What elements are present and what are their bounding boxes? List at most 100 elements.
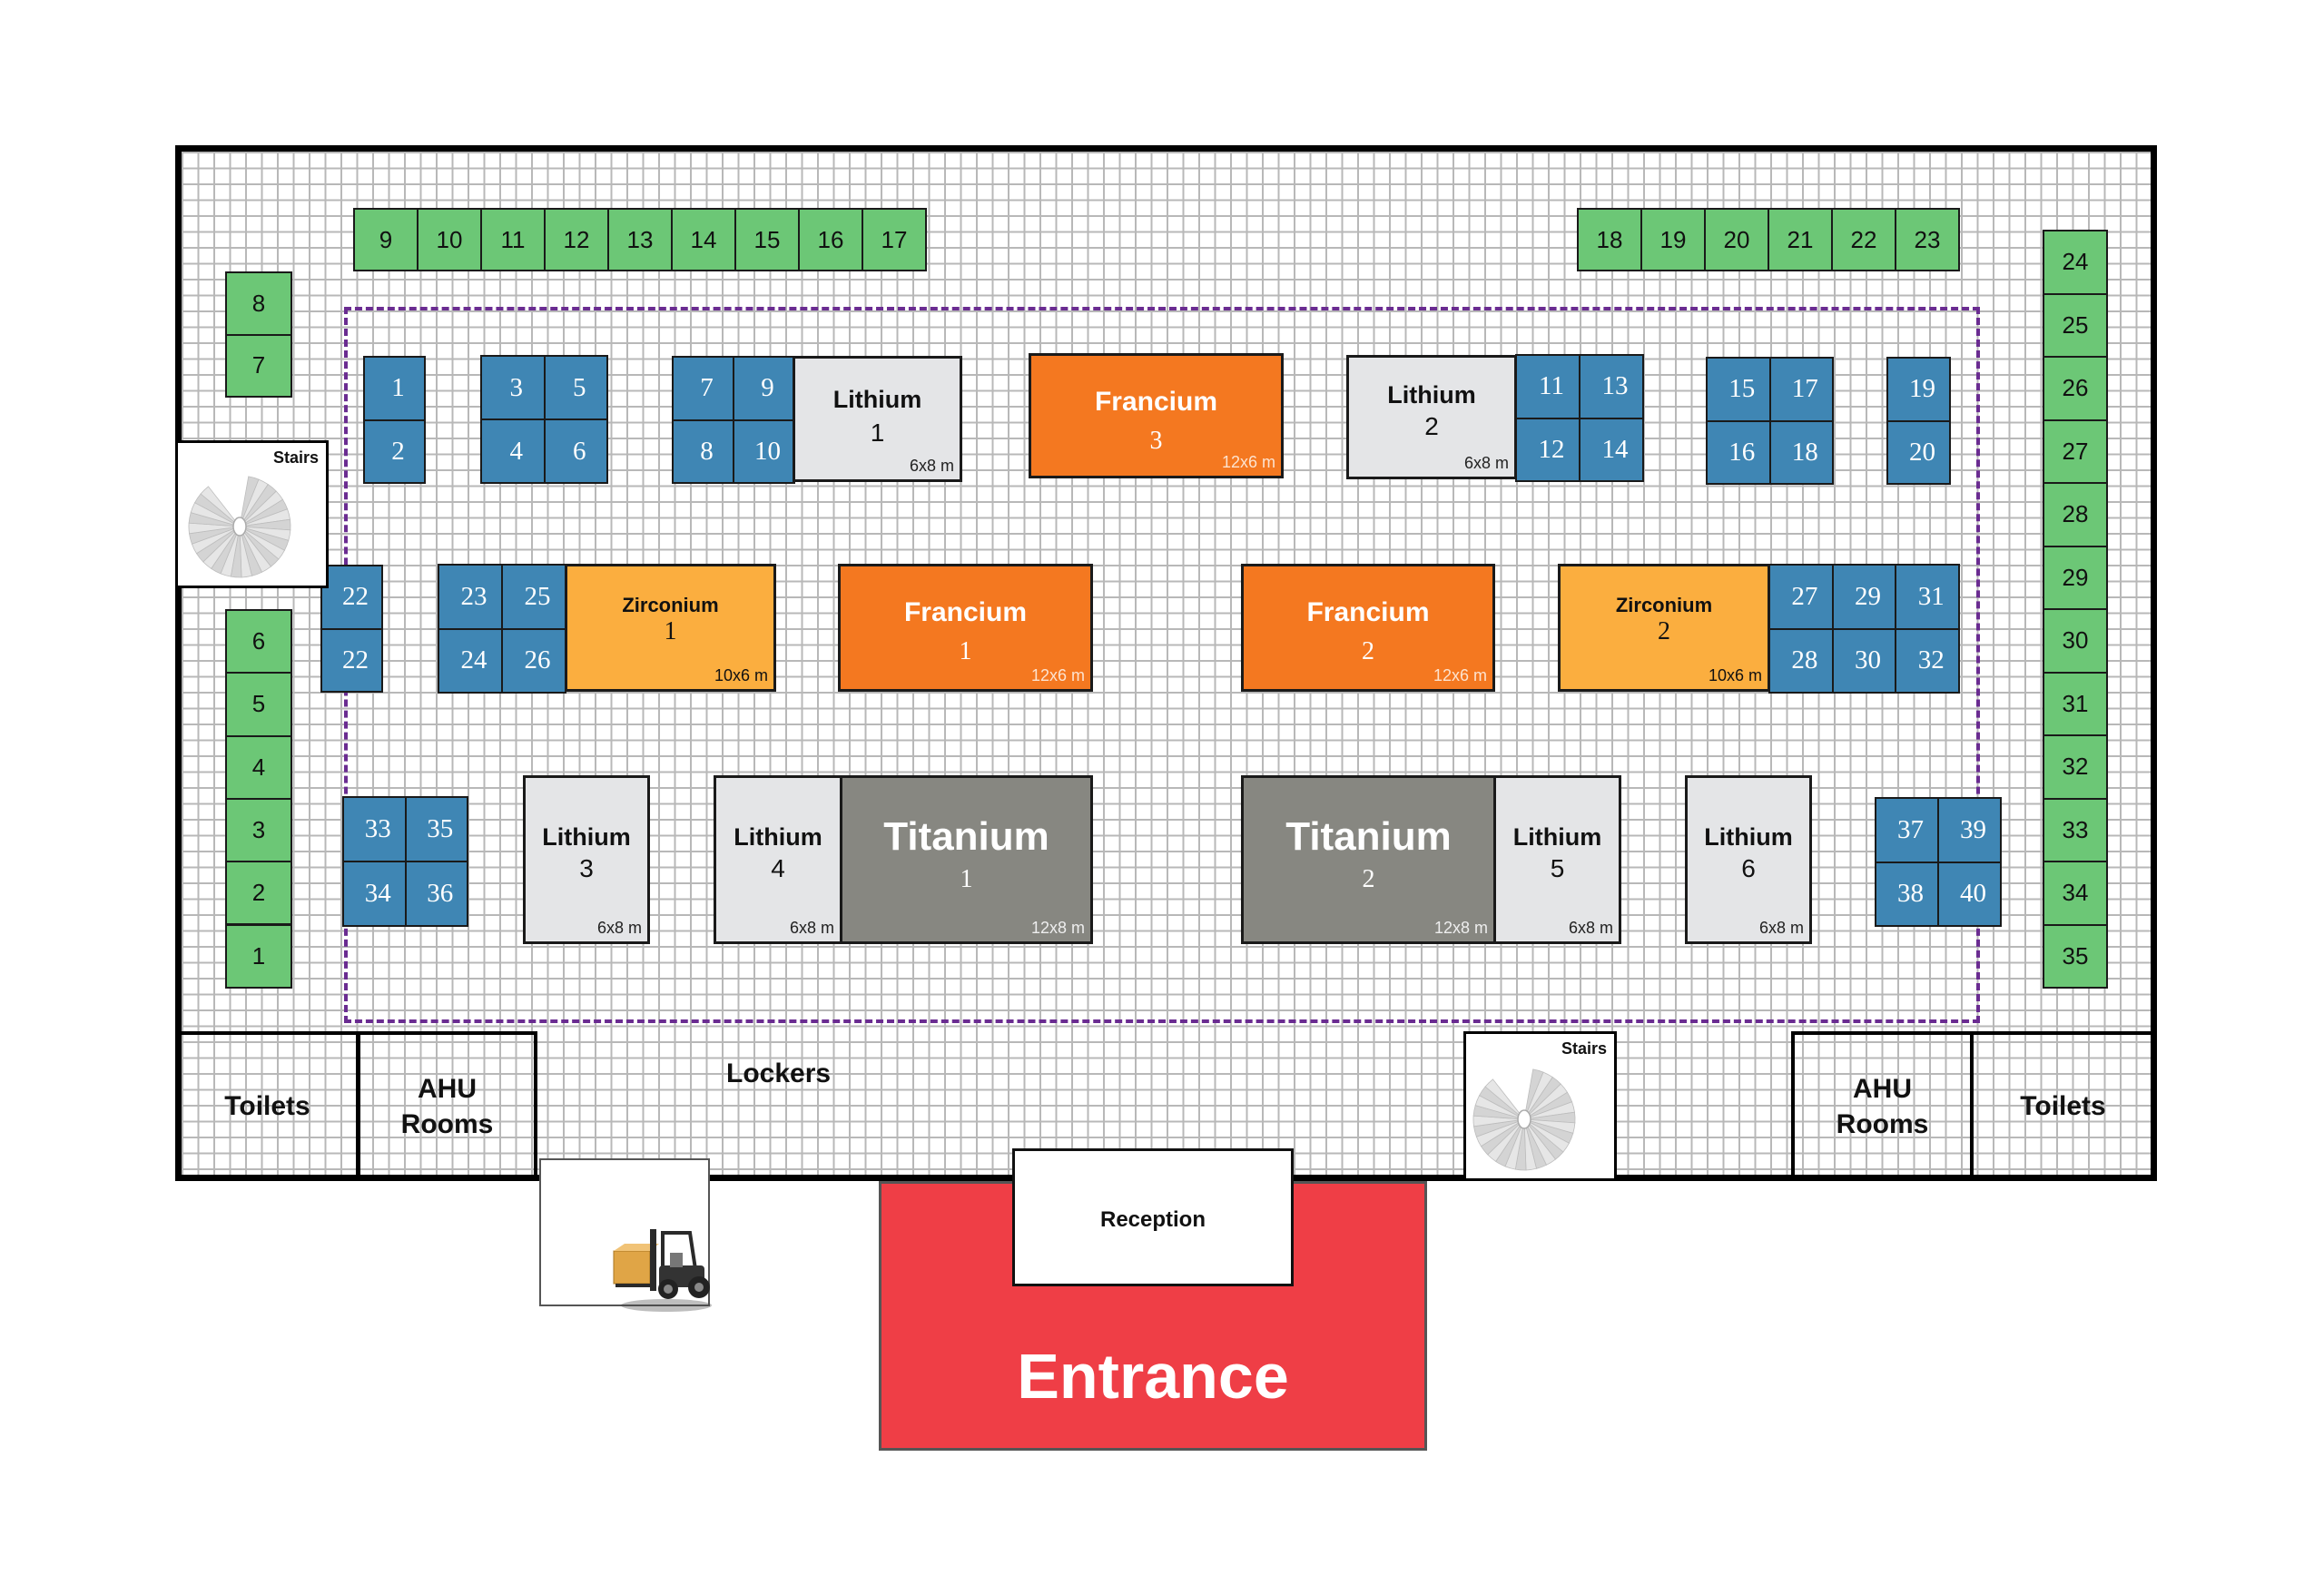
blue-bay-26[interactable]: 26 [501, 627, 566, 694]
green-bay-2[interactable]: 2 [225, 861, 292, 926]
blue-bay-11[interactable]: 11 [1515, 354, 1581, 419]
green-bay-29[interactable]: 29 [2043, 545, 2108, 610]
blue-bay-24[interactable]: 24 [438, 627, 503, 694]
green-bay-15[interactable]: 15 [734, 208, 800, 271]
blue-bay-38[interactable]: 38 [1875, 861, 1939, 927]
block-lithium-6[interactable]: Lithium 6 6x8 m [1685, 775, 1812, 944]
green-bay-9[interactable]: 9 [353, 208, 419, 271]
green-bay-14[interactable]: 14 [671, 208, 736, 271]
green-bay-31[interactable]: 31 [2043, 671, 2108, 736]
block-name: Titanium [883, 814, 1049, 859]
block-titanium-2[interactable]: Titanium 2 12x8 m [1241, 775, 1496, 944]
block-lithium-2[interactable]: Lithium 2 6x8 m [1346, 355, 1517, 479]
block-size: 12x6 m [1030, 666, 1085, 684]
green-bay-6[interactable]: 6 [225, 609, 292, 674]
green-bay-24[interactable]: 24 [2043, 230, 2108, 295]
block-name: Lithium [1387, 381, 1476, 409]
blue-bay-23[interactable]: 23 [438, 564, 503, 630]
block-francium-2[interactable]: Francium 2 12x6 m [1241, 564, 1495, 692]
blue-bay-39[interactable]: 39 [1937, 797, 2002, 863]
green-bay-17[interactable]: 17 [862, 208, 927, 271]
block-francium-3[interactable]: Francium 3 12x6 m [1029, 353, 1284, 478]
green-bay-33[interactable]: 33 [2043, 797, 2108, 862]
green-bay-32[interactable]: 32 [2043, 734, 2108, 800]
green-bay-8[interactable]: 8 [225, 271, 292, 336]
room-label: Toilets [2020, 1091, 2106, 1121]
blue-bay-20[interactable]: 20 [1886, 419, 1951, 485]
blue-bay-36[interactable]: 36 [404, 861, 468, 927]
blue-bay-37[interactable]: 37 [1875, 797, 1939, 863]
green-bay-12[interactable]: 12 [544, 208, 609, 271]
blue-bay-5[interactable]: 5 [543, 355, 608, 420]
blue-bay-30[interactable]: 30 [1831, 627, 1897, 694]
blue-bay-40[interactable]: 40 [1937, 861, 2002, 927]
green-bay-21[interactable]: 21 [1768, 208, 1833, 271]
blue-bay-25[interactable]: 25 [501, 564, 566, 630]
blue-bay-28[interactable]: 28 [1768, 627, 1834, 694]
bay-number: 29 [1855, 581, 1882, 611]
blue-bay-31[interactable]: 31 [1895, 564, 1961, 630]
block-titanium-1[interactable]: Titanium 1 12x8 m [840, 775, 1093, 944]
blue-bay-33[interactable]: 33 [342, 796, 407, 862]
block-size: 10x6 m [1708, 666, 1762, 684]
blue-bay-16[interactable]: 16 [1706, 419, 1771, 485]
green-bay-20[interactable]: 20 [1704, 208, 1769, 271]
blue-bay-8[interactable]: 8 [672, 418, 734, 484]
reception[interactable]: Reception [1012, 1148, 1294, 1286]
blue-bay-19[interactable]: 19 [1886, 357, 1951, 422]
green-bay-25[interactable]: 25 [2043, 292, 2108, 358]
blue-bay-9[interactable]: 9 [733, 356, 795, 421]
green-bay-18[interactable]: 18 [1577, 208, 1642, 271]
blue-bay-3[interactable]: 3 [480, 355, 546, 420]
blue-bay-15[interactable]: 15 [1706, 357, 1771, 422]
blue-bay-6[interactable]: 6 [543, 418, 608, 484]
green-bay-23[interactable]: 23 [1895, 208, 1960, 271]
blue-bay-18[interactable]: 18 [1768, 419, 1834, 485]
green-bay-22[interactable]: 22 [1831, 208, 1896, 271]
blue-bay-4[interactable]: 4 [480, 418, 546, 484]
green-bay-27[interactable]: 27 [2043, 418, 2108, 484]
blue-bay-12[interactable]: 12 [1515, 417, 1581, 482]
block-francium-1[interactable]: Francium 1 12x6 m [838, 564, 1093, 692]
green-bay-11[interactable]: 11 [480, 208, 546, 271]
green-bay-4[interactable]: 4 [225, 734, 292, 800]
blue-bay-2[interactable]: 2 [363, 418, 426, 484]
blue-bay-27[interactable]: 27 [1768, 564, 1834, 630]
block-lithium-4[interactable]: Lithium 4 6x8 m [714, 775, 842, 944]
blue-bay-17[interactable]: 17 [1768, 357, 1834, 422]
bay-number: 34 [364, 879, 391, 908]
bay-number: 23 [460, 581, 487, 611]
block-lithium-1[interactable]: Lithium 1 6x8 m [793, 356, 962, 482]
blue-bay-35[interactable]: 35 [404, 796, 468, 862]
green-bay-7[interactable]: 7 [225, 333, 292, 398]
green-bay-10[interactable]: 10 [417, 208, 482, 271]
block-zirconium-2[interactable]: Zirconium 2 10x6 m [1558, 564, 1770, 692]
blue-bay-10[interactable]: 10 [733, 418, 795, 484]
blue-bay-34[interactable]: 34 [342, 861, 407, 927]
green-bay-28[interactable]: 28 [2043, 482, 2108, 547]
blue-bay-32[interactable]: 32 [1895, 627, 1961, 694]
block-zirconium-1[interactable]: Zirconium 1 10x6 m [565, 564, 776, 692]
green-bay-13[interactable]: 13 [607, 208, 673, 271]
blue-bay-13[interactable]: 13 [1579, 354, 1644, 419]
green-bay-26[interactable]: 26 [2043, 356, 2108, 421]
bay-number: 9 [761, 373, 774, 403]
bay-number: 37 [1897, 814, 1924, 844]
block-lithium-3[interactable]: Lithium 3 6x8 m [523, 775, 650, 944]
blue-bay-22[interactable]: 22 [320, 627, 383, 693]
green-bay-3[interactable]: 3 [225, 797, 292, 863]
green-bay-35[interactable]: 35 [2043, 923, 2108, 989]
green-bay-1[interactable]: 1 [225, 923, 292, 989]
blue-bay-1[interactable]: 1 [363, 356, 426, 421]
block-lithium-5[interactable]: Lithium 5 6x8 m [1493, 775, 1621, 944]
green-bay-19[interactable]: 19 [1640, 208, 1706, 271]
block-number: 2 [1362, 865, 1375, 893]
green-bay-16[interactable]: 16 [798, 208, 863, 271]
blue-bay-14[interactable]: 14 [1579, 417, 1644, 482]
blue-bay-7[interactable]: 7 [672, 356, 734, 421]
green-bay-30[interactable]: 30 [2043, 608, 2108, 674]
blue-bay-22[interactable]: 22 [320, 565, 383, 630]
blue-bay-29[interactable]: 29 [1831, 564, 1897, 630]
green-bay-34[interactable]: 34 [2043, 861, 2108, 926]
green-bay-5[interactable]: 5 [225, 672, 292, 737]
